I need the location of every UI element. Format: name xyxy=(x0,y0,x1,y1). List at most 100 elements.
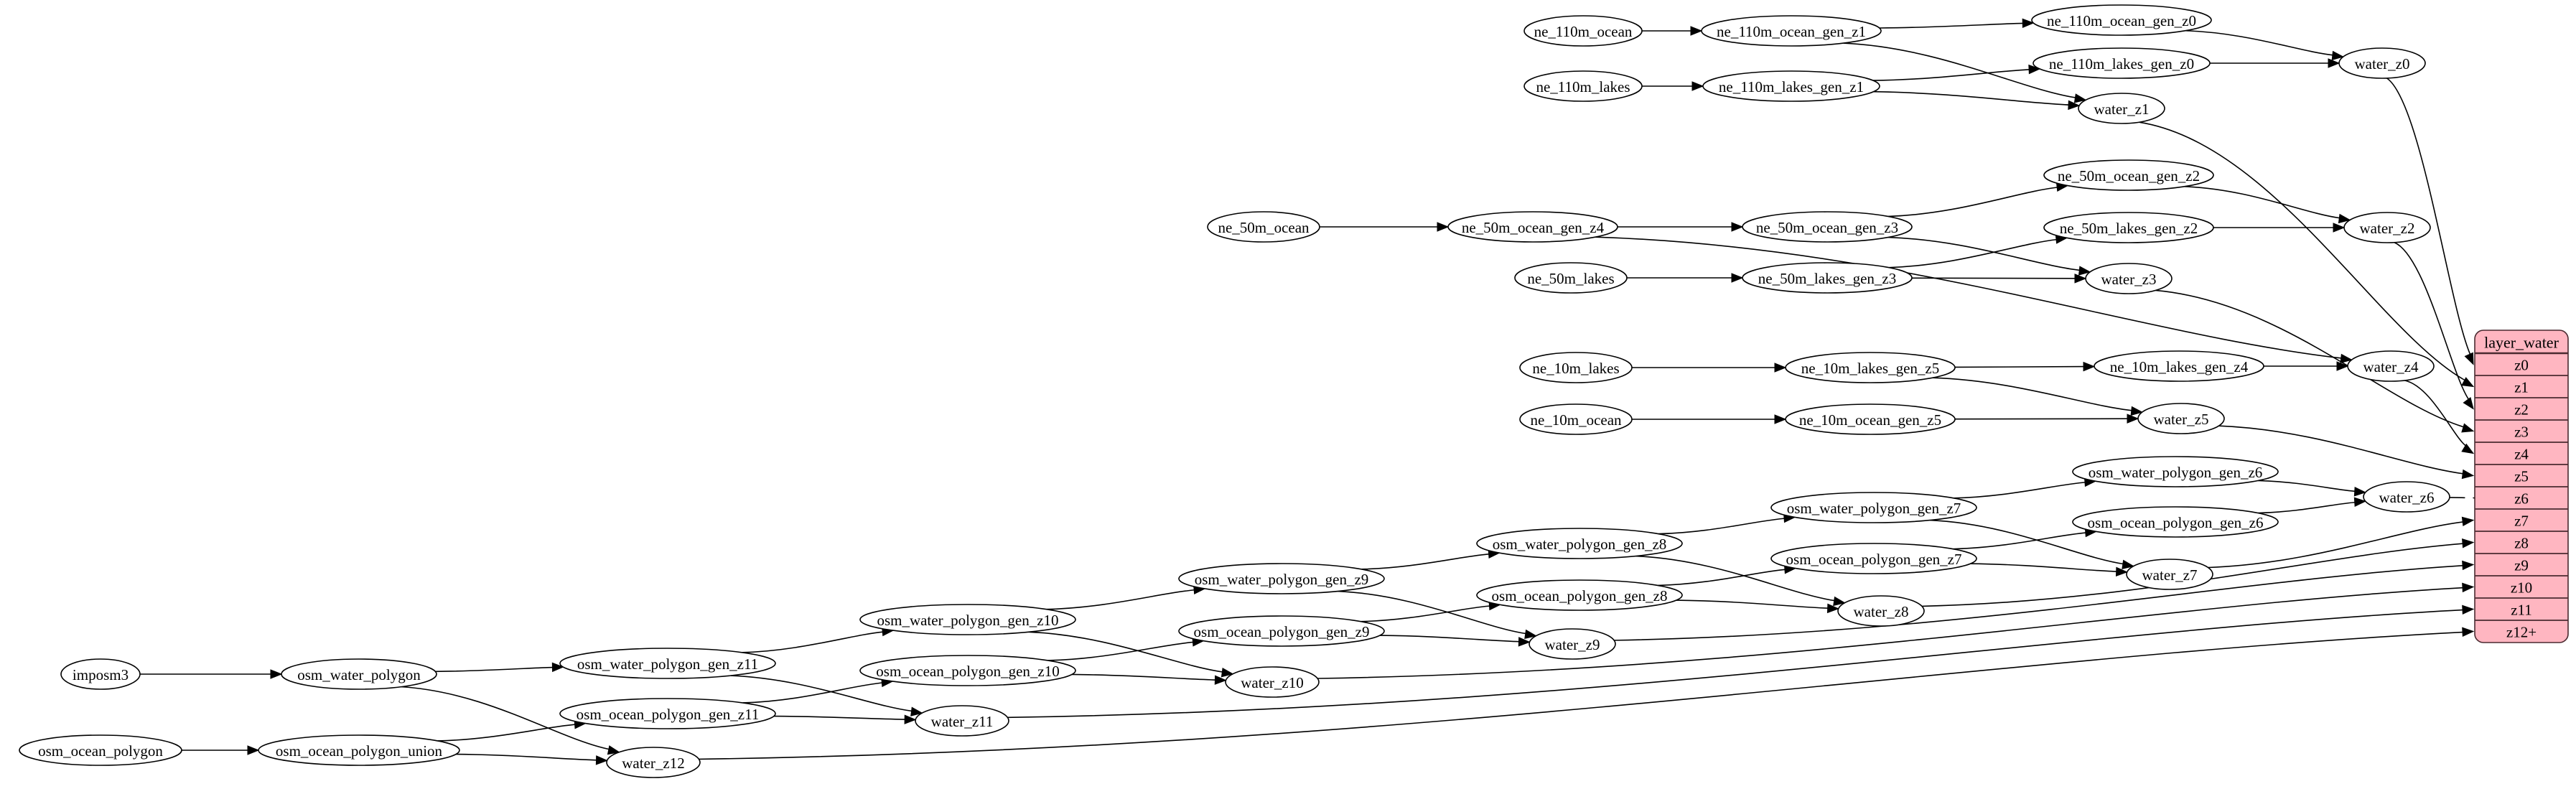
node-shape-osm_water_polygon_gen_z9[interactable] xyxy=(1178,563,1385,594)
node-shape-osm_water_polygon_gen_z8[interactable] xyxy=(1476,528,1683,559)
node-shape-water_z2[interactable] xyxy=(2343,212,2431,243)
node-water_z2[interactable]: water_z2 xyxy=(2343,212,2431,243)
layer-water-row-z6[interactable]: z6 xyxy=(2514,490,2529,508)
node-shape-osm_water_polygon_gen_z11[interactable] xyxy=(559,648,776,679)
node-shape-ne_110m_ocean_gen_z1[interactable] xyxy=(1701,15,1882,47)
node-ne_110m_ocean[interactable]: ne_110m_ocean xyxy=(1523,15,1643,47)
node-shape-water_z9[interactable] xyxy=(1529,628,1616,660)
layer-water-row-z8[interactable]: z8 xyxy=(2514,535,2529,552)
node-shape-ne_50m_ocean_gen_z3[interactable] xyxy=(1742,211,1913,243)
node-osm_water_polygon_gen_z6[interactable]: osm_water_polygon_gen_z6 xyxy=(2072,456,2279,487)
node-shape-ne_110m_ocean_gen_z0[interactable] xyxy=(2031,4,2212,36)
layer-water-row-z7[interactable]: z7 xyxy=(2514,513,2529,530)
node-shape-osm_water_polygon[interactable] xyxy=(281,658,437,690)
node-shape-water_z11[interactable] xyxy=(915,705,1009,737)
layer-water-row-z11[interactable]: z11 xyxy=(2511,602,2532,619)
node-shape-water_z0[interactable] xyxy=(2338,47,2426,79)
layer-water-row-z3[interactable]: z3 xyxy=(2514,424,2529,441)
layer-water-row-z9[interactable]: z9 xyxy=(2514,557,2529,574)
node-shape-ne_50m_lakes_gen_z3[interactable] xyxy=(1742,262,1913,294)
node-shape-osm_ocean_polygon_gen_z8[interactable] xyxy=(1476,579,1683,611)
node-shape-ne_10m_lakes[interactable] xyxy=(1519,352,1633,383)
node-shape-ne_110m_lakes_gen_z1[interactable] xyxy=(1702,70,1880,102)
node-ne_10m_lakes_gen_z5[interactable]: ne_10m_lakes_gen_z5 xyxy=(1785,352,1956,383)
node-water_z12[interactable]: water_z12 xyxy=(606,747,701,778)
node-shape-water_z12[interactable] xyxy=(606,747,701,778)
node-ne_50m_ocean_gen_z3[interactable]: ne_50m_ocean_gen_z3 xyxy=(1742,211,1913,243)
node-water_z9[interactable]: water_z9 xyxy=(1529,628,1616,660)
node-shape-water_z6[interactable] xyxy=(2363,481,2450,513)
node-shape-ne_110m_ocean[interactable] xyxy=(1523,15,1643,47)
node-water_z6[interactable]: water_z6 xyxy=(2363,481,2450,513)
node-osm_water_polygon_gen_z11[interactable]: osm_water_polygon_gen_z11 xyxy=(559,648,776,679)
node-ne_10m_lakes_gen_z4[interactable]: ne_10m_lakes_gen_z4 xyxy=(2094,350,2264,382)
node-ne_50m_lakes_gen_z3[interactable]: ne_50m_lakes_gen_z3 xyxy=(1742,262,1913,294)
node-shape-ne_110m_lakes_gen_z0[interactable] xyxy=(2033,47,2211,79)
node-ne_10m_ocean[interactable]: ne_10m_ocean xyxy=(1519,403,1633,435)
node-shape-water_z5[interactable] xyxy=(2137,403,2225,434)
node-ne_110m_ocean_gen_z0[interactable]: ne_110m_ocean_gen_z0 xyxy=(2031,4,2212,36)
node-shape-osm_ocean_polygon_gen_z9[interactable] xyxy=(1178,615,1385,647)
node-osm_ocean_polygon_gen_z11[interactable]: osm_ocean_polygon_gen_z11 xyxy=(559,698,776,729)
layer-water-row-z2[interactable]: z2 xyxy=(2514,401,2529,419)
layer-water-row-z4[interactable]: z4 xyxy=(2514,446,2529,463)
node-osm_water_polygon[interactable]: osm_water_polygon xyxy=(281,658,437,690)
node-shape-ne_50m_ocean_gen_z2[interactable] xyxy=(2043,159,2214,191)
node-shape-water_z1[interactable] xyxy=(2078,93,2165,124)
node-shape-water_z4[interactable] xyxy=(2347,350,2435,382)
node-water_z10[interactable]: water_z10 xyxy=(1225,666,1320,698)
node-ne_50m_ocean_gen_z2[interactable]: ne_50m_ocean_gen_z2 xyxy=(2043,159,2214,191)
node-osm_ocean_polygon_gen_z10[interactable]: osm_ocean_polygon_gen_z10 xyxy=(859,655,1076,686)
node-shape-ne_50m_ocean_gen_z4[interactable] xyxy=(1447,211,1618,243)
node-shape-osm_water_polygon_gen_z7[interactable] xyxy=(1770,492,1977,523)
node-shape-water_z3[interactable] xyxy=(2085,263,2173,294)
node-water_z0[interactable]: water_z0 xyxy=(2338,47,2426,79)
node-shape-osm_ocean_polygon[interactable] xyxy=(19,734,182,766)
node-shape-osm_ocean_polygon_gen_z11[interactable] xyxy=(559,698,776,729)
node-ne_110m_lakes_gen_z0[interactable]: ne_110m_lakes_gen_z0 xyxy=(2033,47,2211,79)
node-osm_water_polygon_gen_z10[interactable]: osm_water_polygon_gen_z10 xyxy=(859,604,1076,635)
node-shape-ne_10m_ocean_gen_z5[interactable] xyxy=(1785,403,1956,435)
node-ne_110m_lakes_gen_z1[interactable]: ne_110m_lakes_gen_z1 xyxy=(1702,70,1880,102)
node-osm_water_polygon_gen_z7[interactable]: osm_water_polygon_gen_z7 xyxy=(1770,492,1977,523)
node-water_z5[interactable]: water_z5 xyxy=(2137,403,2225,434)
node-shape-water_z8[interactable] xyxy=(1837,595,1925,627)
node-water_z1[interactable]: water_z1 xyxy=(2078,93,2165,124)
node-shape-ne_50m_lakes_gen_z2[interactable] xyxy=(2043,212,2214,243)
node-ne_110m_lakes[interactable]: ne_110m_lakes xyxy=(1523,70,1643,102)
node-shape-ne_50m_lakes[interactable] xyxy=(1514,262,1628,294)
node-shape-osm_ocean_polygon_gen_z6[interactable] xyxy=(2072,506,2279,538)
layer-water-row-z5[interactable]: z5 xyxy=(2514,468,2529,485)
node-osm_water_polygon_gen_z8[interactable]: osm_water_polygon_gen_z8 xyxy=(1476,528,1683,559)
node-shape-ne_10m_lakes_gen_z4[interactable] xyxy=(2094,350,2264,382)
node-ne_50m_ocean[interactable]: ne_50m_ocean xyxy=(1207,211,1320,243)
node-ne_110m_ocean_gen_z1[interactable]: ne_110m_ocean_gen_z1 xyxy=(1701,15,1882,47)
node-osm_ocean_polygon[interactable]: osm_ocean_polygon xyxy=(19,734,182,766)
node-shape-osm_ocean_polygon_gen_z10[interactable] xyxy=(859,655,1076,686)
node-shape-ne_110m_lakes[interactable] xyxy=(1523,70,1643,102)
node-ne_50m_lakes_gen_z2[interactable]: ne_50m_lakes_gen_z2 xyxy=(2043,212,2214,243)
node-shape-ne_50m_ocean[interactable] xyxy=(1207,211,1320,243)
layer-water-row-z12+[interactable]: z12+ xyxy=(2506,624,2537,641)
node-imposm3[interactable]: imposm3 xyxy=(60,658,141,690)
layer-water-row-z1[interactable]: z1 xyxy=(2514,379,2529,396)
node-osm_water_polygon_gen_z9[interactable]: osm_water_polygon_gen_z9 xyxy=(1178,563,1385,594)
node-shape-osm_ocean_polygon_union[interactable] xyxy=(258,734,460,766)
node-shape-osm_water_polygon_gen_z10[interactable] xyxy=(859,604,1076,635)
node-ne_50m_lakes[interactable]: ne_50m_lakes xyxy=(1514,262,1628,294)
node-ne_10m_lakes[interactable]: ne_10m_lakes xyxy=(1519,352,1633,383)
node-water_z8[interactable]: water_z8 xyxy=(1837,595,1925,627)
node-water_z4[interactable]: water_z4 xyxy=(2347,350,2435,382)
node-shape-ne_10m_ocean[interactable] xyxy=(1519,403,1633,435)
node-osm_ocean_polygon_union[interactable]: osm_ocean_polygon_union xyxy=(258,734,460,766)
node-shape-water_z7[interactable] xyxy=(2126,559,2213,590)
node-osm_ocean_polygon_gen_z9[interactable]: osm_ocean_polygon_gen_z9 xyxy=(1178,615,1385,647)
node-ne_50m_ocean_gen_z4[interactable]: ne_50m_ocean_gen_z4 xyxy=(1447,211,1618,243)
node-water_z3[interactable]: water_z3 xyxy=(2085,263,2173,294)
node-osm_ocean_polygon_gen_z6[interactable]: osm_ocean_polygon_gen_z6 xyxy=(2072,506,2279,538)
node-shape-water_z10[interactable] xyxy=(1225,666,1320,698)
node-shape-osm_water_polygon_gen_z6[interactable] xyxy=(2072,456,2279,487)
node-water_z7[interactable]: water_z7 xyxy=(2126,559,2213,590)
node-osm_ocean_polygon_gen_z7[interactable]: osm_ocean_polygon_gen_z7 xyxy=(1770,543,1977,574)
node-shape-imposm3[interactable] xyxy=(60,658,141,690)
